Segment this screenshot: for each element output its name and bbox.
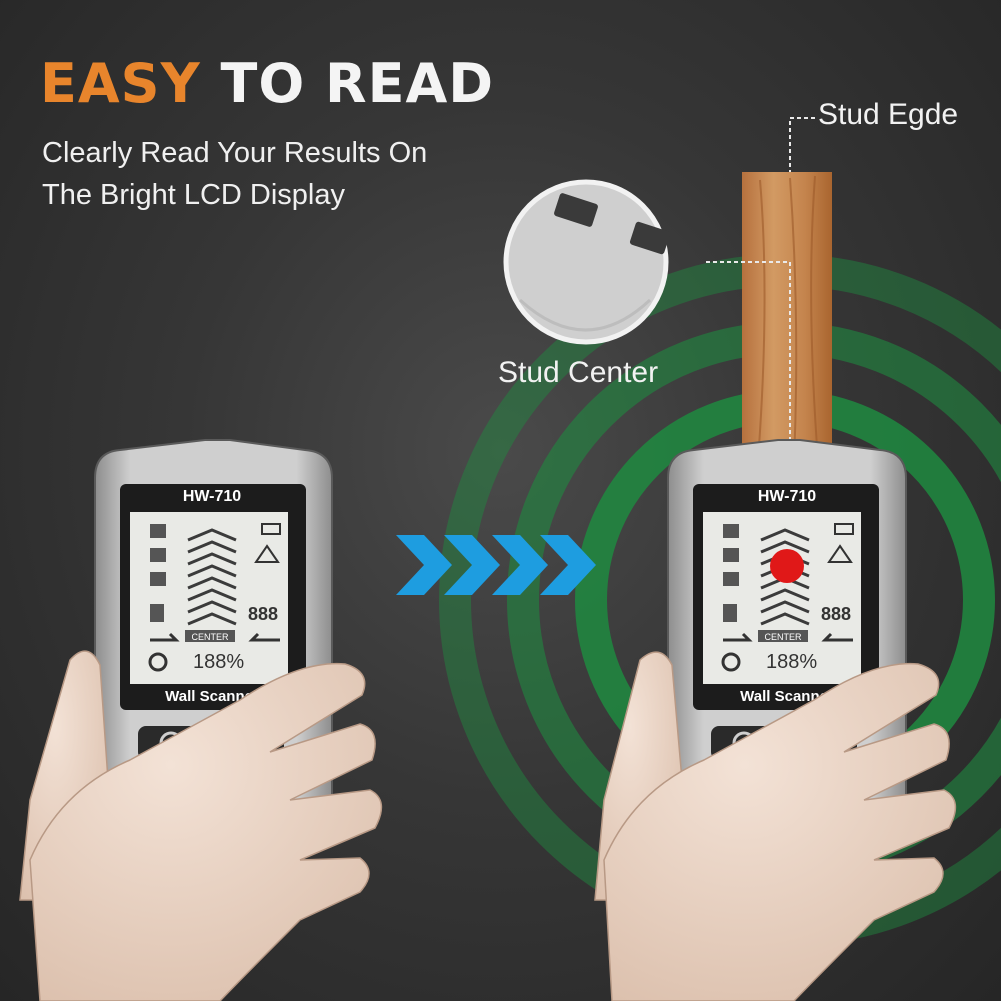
magnifier-circle <box>503 179 671 345</box>
headline-accent: EASY <box>40 52 201 115</box>
right-model: HW-710 <box>758 488 816 505</box>
right-center-text: CENTER <box>764 632 802 642</box>
stud-edge-label: Stud Egde <box>818 98 959 131</box>
left-depth: 888 <box>248 604 278 624</box>
stud-center-label: Stud Center <box>498 356 659 389</box>
leader-lines <box>706 117 815 470</box>
stud-indicator <box>770 549 804 583</box>
left-center-text: CENTER <box>191 632 229 642</box>
left-model: HW-710 <box>183 488 241 505</box>
headline-rest: TO READ <box>200 52 495 115</box>
right-name: Wall Scanner <box>740 688 834 705</box>
right-percent: 188% <box>766 651 817 673</box>
right-hand <box>594 651 957 1001</box>
wood-stud <box>742 172 832 464</box>
direction-arrows <box>396 535 596 595</box>
headline: EASY TO READ <box>40 52 494 115</box>
subtitle: Clearly Read Your Results On The Bright … <box>42 132 522 216</box>
left-name: Wall Scanner <box>165 688 259 705</box>
subtitle-line-1: Clearly Read Your Results On <box>42 137 428 169</box>
left-hand <box>19 650 383 1001</box>
left-percent: 188% <box>193 651 244 673</box>
right-depth: 888 <box>821 604 851 624</box>
subtitle-line-2: The Bright LCD Display <box>42 179 345 211</box>
